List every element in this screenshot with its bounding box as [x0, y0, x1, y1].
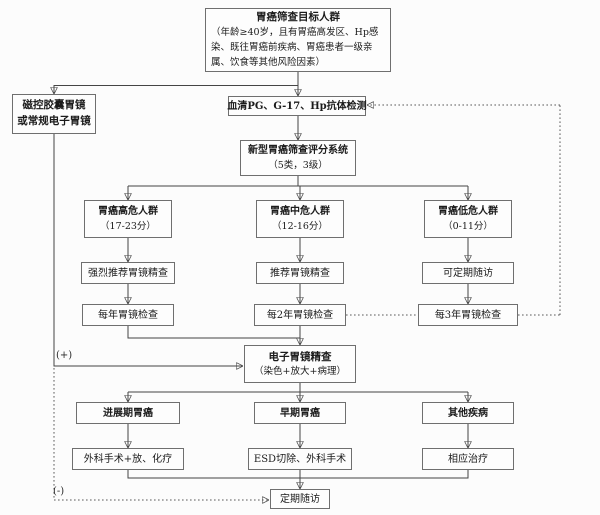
- early-gc-label: 早期胃癌: [280, 407, 320, 419]
- capsule-endoscopy-line2: 或常规电子胃镜: [17, 115, 91, 127]
- recommend-label: 推荐胃镜精查: [270, 267, 330, 279]
- detailed-egd-sub: （染色+放大+病理）: [254, 366, 346, 377]
- target-population-criteria: （年龄≥40岁，且有胃癌高发区、Hp感染、既往胃癌前疾病、胃癌患者一级亲属、饮食…: [211, 27, 379, 68]
- advanced-gc-label: 进展期胃癌: [103, 407, 153, 419]
- node-serum-test: 血清PG、G-17、Hp抗体检测: [227, 96, 367, 116]
- node-detailed-egd: 电子胃镜精查 （染色+放大+病理）: [244, 345, 356, 383]
- low-risk-title: 胃癌低危人群: [438, 206, 498, 217]
- negative-result-label: (-): [53, 486, 65, 497]
- solid-flow-arrows: [54, 72, 468, 489]
- every-2-year-label: 每2年胃镜检查: [266, 309, 334, 321]
- node-strongly-recommend-endoscopy: 强烈推荐胃镜精查: [81, 262, 175, 284]
- node-every-3-year-endoscopy: 每3年胃镜检查: [418, 304, 518, 326]
- node-medium-risk-group: 胃癌中危人群 （12-16分）: [256, 200, 344, 238]
- node-early-gastric-cancer: 早期胃癌: [254, 402, 346, 424]
- node-scoring-system: 新型胃癌筛查评分系统 （5类，3级）: [240, 140, 356, 176]
- scoring-system-sub: （5类，3级）: [268, 160, 328, 171]
- strongly-recommend-label: 强烈推荐胃镜精查: [88, 267, 168, 279]
- other-disease-label: 其他疾病: [448, 407, 488, 419]
- scoring-system-title: 新型胃癌筛查评分系统: [248, 145, 348, 156]
- high-risk-score: （17-23分）: [100, 221, 156, 232]
- capsule-endoscopy-line1: 磁控胶囊胃镜: [22, 99, 86, 112]
- serum-test-label: 血清PG、G-17、Hp抗体检测: [227, 100, 367, 112]
- node-every-2-year-endoscopy: 每2年胃镜检查: [254, 304, 346, 326]
- detailed-egd-title: 电子胃镜精查: [268, 351, 332, 363]
- node-surgery-chemo-radio: 外科手术+放、化疗: [72, 448, 184, 470]
- corresponding-treatment-label: 相应治疗: [448, 453, 488, 465]
- node-target-population: 胃癌筛查目标人群 （年龄≥40岁，且有胃癌高发区、Hp感染、既往胃癌前疾病、胃癌…: [205, 8, 391, 72]
- node-high-risk-group: 胃癌高危人群 （17-23分）: [84, 200, 172, 238]
- positive-result-label: (+): [56, 350, 73, 361]
- every-3-year-label: 每3年胃镜检查: [434, 309, 502, 321]
- dashed-feedback-arrows: [53, 105, 561, 500]
- node-yearly-endoscopy: 每年胃镜检查: [82, 304, 174, 326]
- surgery-chemo-radio-label: 外科手术+放、化疗: [83, 453, 173, 465]
- node-other-disease: 其他疾病: [422, 402, 514, 424]
- regular-followup-label: 定期随访: [280, 493, 320, 505]
- node-advanced-gastric-cancer: 进展期胃癌: [76, 402, 180, 424]
- medium-risk-title: 胃癌中危人群: [270, 206, 330, 217]
- node-corresponding-treatment: 相应治疗: [422, 448, 514, 470]
- node-esd-or-surgery: ESD切除、外科手术: [248, 448, 352, 470]
- node-periodic-followup-option: 可定期随访: [422, 262, 514, 284]
- yearly-endoscopy-label: 每年胃镜检查: [98, 309, 158, 321]
- node-capsule-endoscopy: 磁控胶囊胃镜 或常规电子胃镜: [12, 94, 96, 134]
- low-risk-score: （0-11分）: [443, 221, 493, 232]
- node-regular-followup: 定期随访: [270, 489, 330, 509]
- periodic-followup-label: 可定期随访: [443, 267, 493, 279]
- node-low-risk-group: 胃癌低危人群 （0-11分）: [424, 200, 512, 238]
- target-population-title: 胃癌筛查目标人群: [256, 11, 340, 23]
- medium-risk-score: （12-16分）: [272, 221, 328, 232]
- node-recommend-endoscopy: 推荐胃镜精查: [256, 262, 344, 284]
- high-risk-title: 胃癌高危人群: [98, 206, 158, 217]
- esd-or-surgery-label: ESD切除、外科手术: [253, 453, 347, 465]
